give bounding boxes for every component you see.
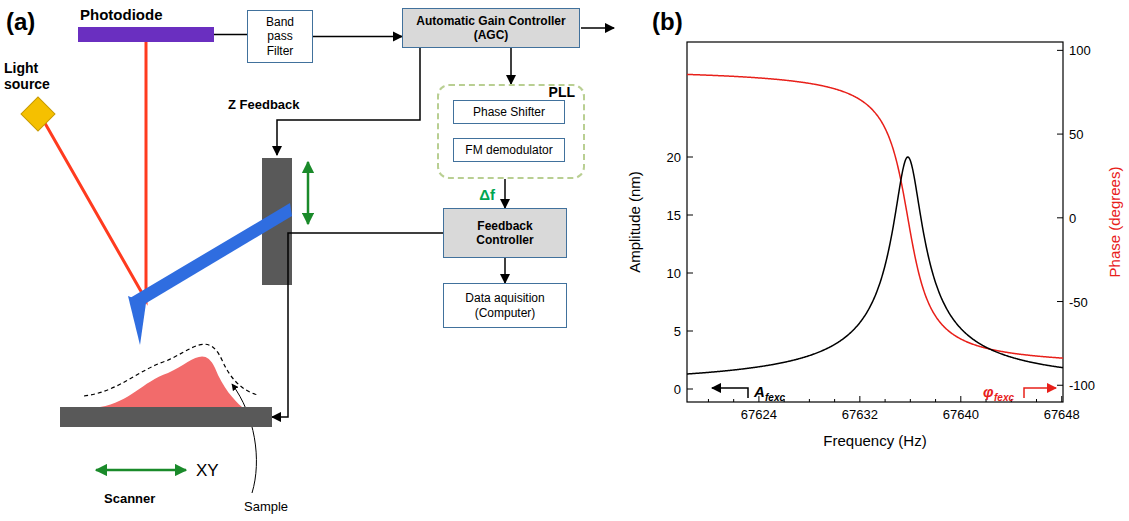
process-box: Data aquisition (Computer) xyxy=(443,283,567,328)
tick-label: 67648 xyxy=(1044,407,1080,422)
process-box: Feedback Controller xyxy=(443,208,567,258)
tick-label: 67624 xyxy=(741,407,777,422)
y-tick xyxy=(687,331,693,332)
tick-label: -50 xyxy=(1069,294,1088,309)
tick-label: 50 xyxy=(1069,127,1083,142)
tip-trajectory xyxy=(84,344,258,396)
tick-label: 100 xyxy=(1069,43,1091,58)
y-tick xyxy=(1057,50,1063,51)
cantilever xyxy=(130,203,292,308)
node-text: FM demodulator xyxy=(465,143,552,157)
x-tick xyxy=(1061,396,1062,402)
sample xyxy=(100,357,242,407)
x-tick xyxy=(809,399,810,402)
scanner-stage: Scanner xyxy=(60,407,272,427)
laser-beam xyxy=(42,42,146,300)
tick-label: 10 xyxy=(667,266,681,281)
node-text: Data aquisition (Computer) xyxy=(449,291,561,320)
tick-label: 0 xyxy=(674,382,681,397)
y-tick xyxy=(687,157,693,158)
y-tick xyxy=(1057,385,1063,386)
label: Frequency (Hz) xyxy=(823,432,926,449)
agc-output-arrow xyxy=(581,27,614,29)
tip xyxy=(128,296,146,345)
amplitude-curve xyxy=(687,157,1063,374)
label: Light source xyxy=(4,60,64,92)
label: Z Feedback xyxy=(228,97,300,112)
node-text: Band pass Filter xyxy=(253,15,307,58)
label: Sample xyxy=(244,499,288,514)
process-box: Automatic Gain Controller (AGC) xyxy=(402,8,580,48)
y-tick xyxy=(1057,301,1063,302)
tick-label: 5 xyxy=(674,324,681,339)
node-text: Photodiode xyxy=(80,6,163,23)
connector xyxy=(272,233,443,417)
label: φ xyxy=(983,383,994,400)
y-tick xyxy=(1057,134,1063,135)
panel-letter: (b) xyxy=(652,8,683,36)
tick-label: 20 xyxy=(667,150,681,165)
y-tick xyxy=(687,389,693,390)
x-tick xyxy=(910,399,911,402)
light-source xyxy=(21,97,55,131)
x-tick xyxy=(733,399,734,402)
process-box: FM demodulator xyxy=(453,138,565,162)
z-motion-arrow xyxy=(307,162,310,224)
label: XY xyxy=(196,461,219,481)
x-tick xyxy=(1036,399,1037,402)
xy-motion-arrow xyxy=(96,469,186,472)
label: fexc xyxy=(994,392,1014,403)
process-box: Phase Shifter xyxy=(453,100,565,124)
phase-curve xyxy=(687,74,1063,358)
y-tick xyxy=(1057,217,1063,218)
connector xyxy=(504,179,506,208)
connector xyxy=(214,34,247,36)
x-tick xyxy=(885,399,886,402)
sample-leader xyxy=(232,384,256,493)
x-tick xyxy=(834,399,835,402)
phase-axis-pointer xyxy=(1024,388,1056,398)
node-text: Scanner xyxy=(104,491,155,506)
resonance-chart xyxy=(687,42,1063,402)
y-tick xyxy=(687,273,693,274)
tick-label: -100 xyxy=(1069,378,1095,393)
plot-frame xyxy=(687,42,1063,402)
filter-box: Band pass Filter xyxy=(247,10,313,63)
group-box: PLL Phase Shifter FM demodulator xyxy=(437,84,585,179)
label: Phase (degrees) xyxy=(1106,167,1123,278)
tick-label: 15 xyxy=(667,208,681,223)
amplitude-axis-pointer xyxy=(712,388,748,398)
label: Amplitude (nm) xyxy=(626,171,643,273)
tick-label: 0 xyxy=(1069,210,1076,225)
node-text: PLL xyxy=(549,84,575,100)
node-text: Feedback Controller xyxy=(450,219,560,248)
photodiode: Photodiode xyxy=(78,27,214,42)
label: A xyxy=(754,383,765,400)
y-tick xyxy=(687,215,693,216)
x-tick xyxy=(960,396,961,402)
x-tick xyxy=(859,396,860,402)
edge-label: Δf xyxy=(477,185,497,202)
label: fexc xyxy=(765,392,785,403)
node-text: Automatic Gain Controller (AGC) xyxy=(409,14,573,43)
tick-label: 67632 xyxy=(842,407,878,422)
panel-letter: (a) xyxy=(6,8,35,36)
tick-label: 67640 xyxy=(943,407,979,422)
x-tick xyxy=(935,399,936,402)
x-tick xyxy=(708,399,709,402)
connector xyxy=(504,258,506,283)
connector xyxy=(510,48,512,84)
node-text: Phase Shifter xyxy=(473,105,545,119)
connector xyxy=(313,36,402,38)
